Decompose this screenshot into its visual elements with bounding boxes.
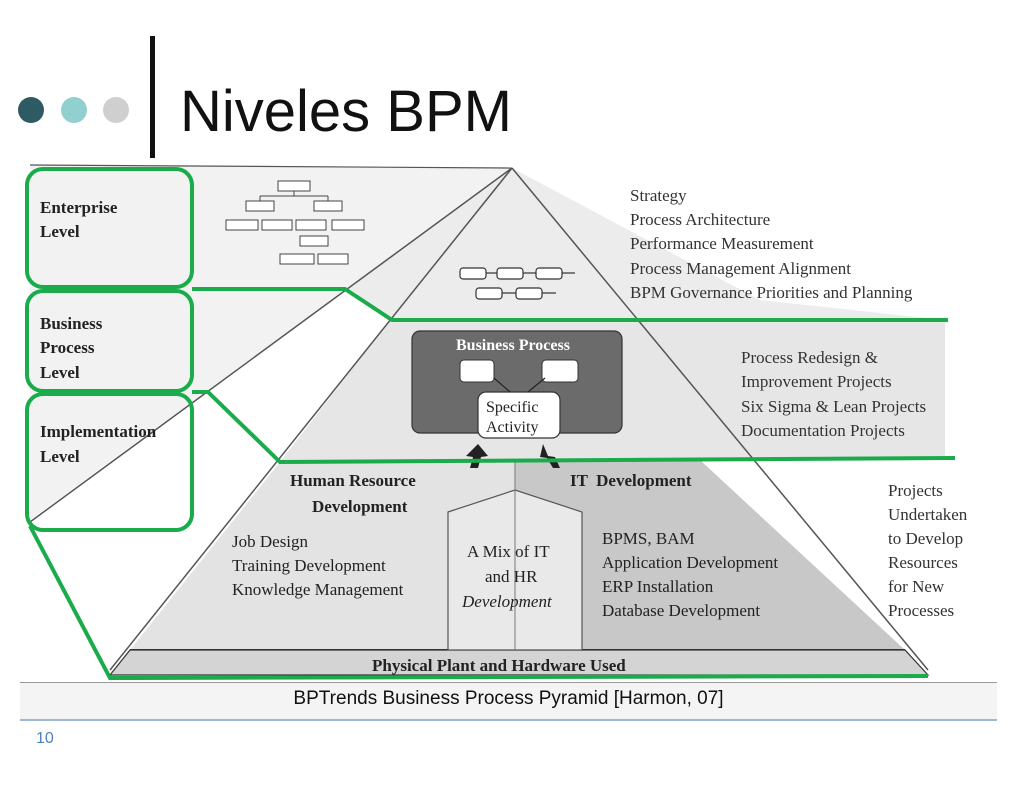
bullet-dot-teal [61, 97, 87, 123]
hr-item: Training Development [232, 556, 386, 575]
it-item: BPMS, BAM [602, 529, 695, 548]
enterprise-item: BPM Governance Priorities and Planning [630, 283, 913, 302]
specific-activity-box [477, 391, 561, 439]
pyramid-edge-right [511, 167, 929, 671]
enterprise-item: Process Architecture [630, 210, 770, 229]
mix-line2: and HR [485, 567, 538, 586]
specific-activity-line2: Activity [486, 419, 538, 436]
level-business-line3: Level [40, 363, 80, 382]
base-label: Physical Plant and Hardware Used [372, 656, 626, 675]
pyramid-edge-left-inner [109, 167, 513, 671]
specific-activity-line1: Specific [486, 399, 538, 416]
it-item: Database Development [602, 601, 760, 620]
level-business-line1: Business [40, 314, 103, 333]
enterprise-item: Performance Measurement [630, 234, 814, 253]
bp-inner-box-right [541, 359, 579, 383]
level-implementation-line1: Implementation [40, 422, 157, 441]
implementation-item: for New [888, 577, 945, 596]
hr-item: Knowledge Management [232, 580, 404, 599]
pyramid-top-region [345, 168, 945, 320]
bullet-dot-gray [103, 97, 129, 123]
implementation-item: Undertaken [888, 505, 968, 524]
level-implementation-line2: Level [40, 447, 80, 466]
pyramid-lower-left-region [130, 460, 515, 650]
business-process-title: Business Process [456, 337, 570, 354]
hr-title-line1: Human Resource [290, 471, 416, 490]
hr-title-line2: Development [312, 497, 408, 516]
hr-up-arrow [466, 444, 488, 468]
org-chart-icon [225, 180, 365, 265]
enterprise-item: Process Management Alignment [630, 259, 851, 278]
it-title: IT Development [570, 471, 692, 490]
business-item: Process Redesign & [741, 348, 878, 367]
title-divider [150, 36, 155, 158]
pyramid-shadow-left [30, 165, 512, 520]
level-enterprise-line1: Enterprise [40, 198, 118, 217]
level-enterprise-line2: Level [40, 222, 80, 241]
slide-title: Niveles BPM [180, 79, 512, 144]
implementation-item: Processes [888, 601, 954, 620]
bp-arrow-left [493, 377, 511, 393]
business-item: Six Sigma & Lean Projects [741, 397, 926, 416]
pyramid-base-band [108, 649, 930, 676]
level-business-line2: Process [40, 338, 95, 357]
caption-bar [20, 682, 997, 721]
implementation-item: Resources [888, 553, 958, 572]
enterprise-item: Strategy [630, 186, 687, 205]
pyramid-lower-right-region [515, 460, 905, 650]
pyramid-top-horizon [29, 164, 513, 169]
business-item: Documentation Projects [741, 421, 905, 440]
it-item: ERP Installation [602, 577, 714, 596]
mix-line3: Development [461, 592, 553, 611]
it-item: Application Development [602, 553, 778, 572]
mix-line1: A Mix of IT [467, 542, 550, 561]
pyramid-edge-left-outer [29, 167, 513, 523]
figure-caption: BPTrends Business Process Pyramid [Harmo… [293, 688, 724, 709]
process-flow-icon [459, 267, 575, 300]
implementation-item: Projects [888, 481, 943, 500]
green-level-highlights [25, 167, 956, 681]
implementation-item: to Develop [888, 529, 963, 548]
bp-inner-box-left [459, 359, 495, 383]
business-item: Improvement Projects [741, 372, 892, 391]
bp-arrow-right [527, 377, 546, 393]
hr-item: Job Design [232, 532, 309, 551]
bullet-dot-dark [18, 97, 44, 123]
page-number: 10 [36, 730, 54, 747]
